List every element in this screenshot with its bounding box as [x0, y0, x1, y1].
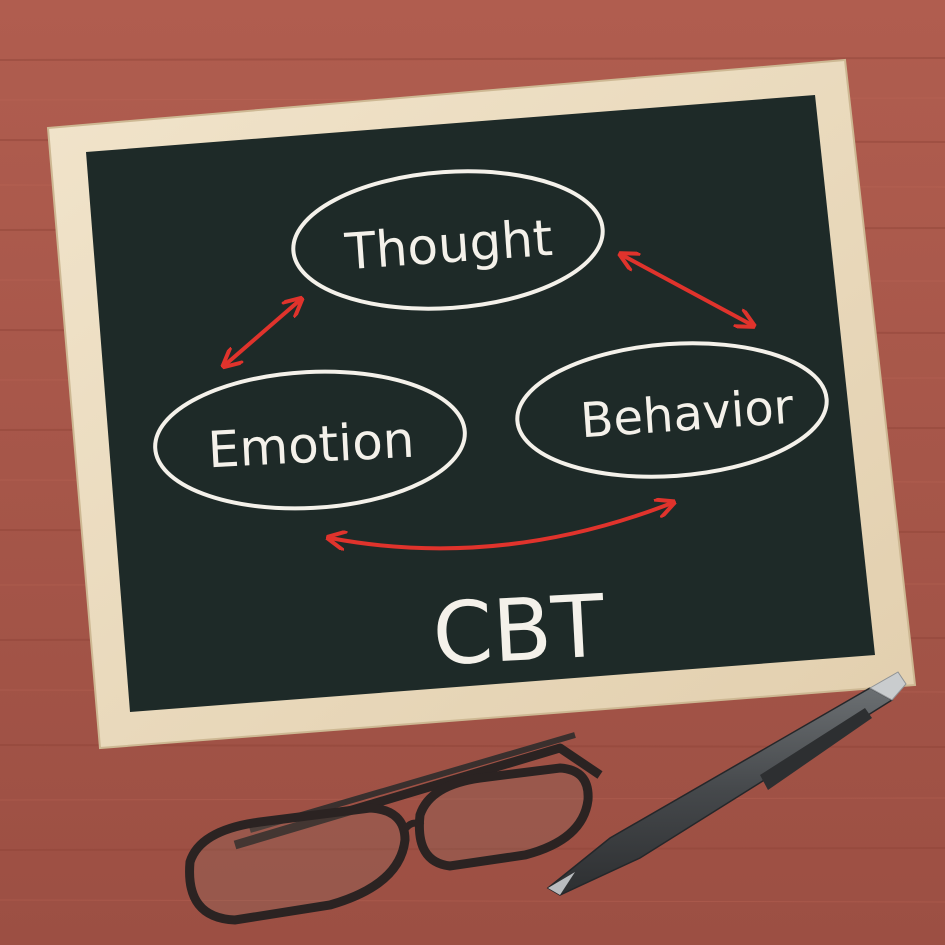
- glasses-left-lens: [185, 803, 410, 925]
- reading-glasses: [185, 732, 603, 925]
- behavior-circle: [515, 341, 829, 479]
- pen-button: [868, 671, 907, 701]
- pen-tip: [548, 872, 575, 895]
- glasses-bridge: [400, 819, 425, 835]
- arrow-thought-emotion: [225, 300, 300, 365]
- emotion-circle: [153, 369, 467, 511]
- chalkboard: Thought Emotion Behavior CBT: [46, 58, 917, 750]
- arrow-emotion-behavior: [330, 503, 672, 548]
- thought-circle: [291, 169, 605, 311]
- cbt-caption: CBT: [430, 577, 607, 686]
- chalkboard-surface: [86, 95, 875, 712]
- glasses-right-lens: [414, 763, 593, 871]
- pen-clip: [760, 708, 872, 790]
- arrow-thought-behavior: [622, 255, 752, 325]
- pen: [546, 671, 907, 896]
- emotion-label: Emotion: [206, 411, 415, 480]
